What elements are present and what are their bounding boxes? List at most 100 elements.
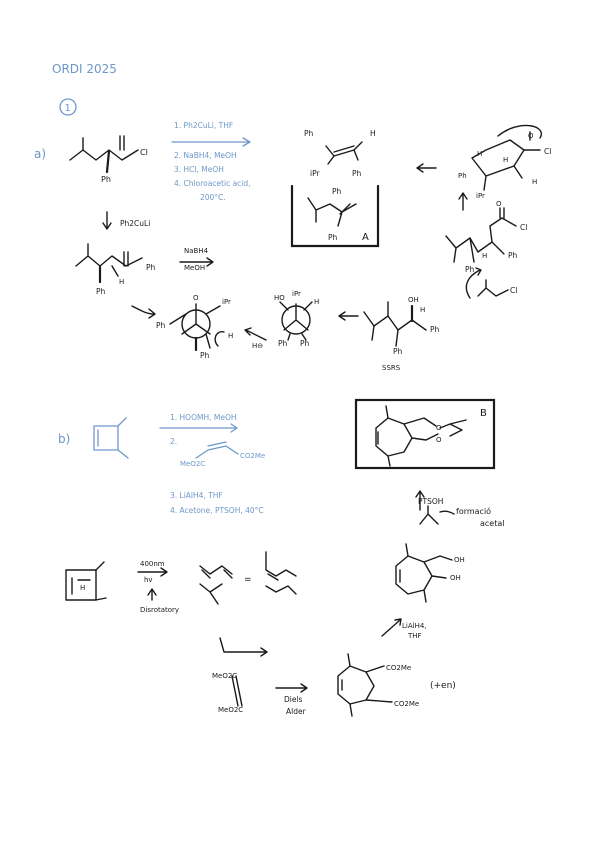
alcohol-ph-below: Ph <box>393 347 403 356</box>
part-a-conditions-arrow <box>171 137 251 147</box>
ketone-cl: Cl <box>140 148 148 157</box>
part-a-product-alkene: Ph H iPr Ph <box>304 129 376 178</box>
ts-o: O <box>528 132 534 140</box>
ts-ph: Ph <box>458 172 467 180</box>
acetone-structure <box>419 505 439 525</box>
alkene-ph-2: Ph <box>352 169 362 178</box>
diene-2 <box>265 551 297 595</box>
part-a-condition-2: 2. NaBH4, MeOH <box>174 151 237 160</box>
ts-ipr: iPr <box>476 192 485 200</box>
part-a-label: a) <box>34 147 46 161</box>
part-b-condition-1: 1. HOOMH, MeOH <box>170 413 237 422</box>
diene-to-da-arrow <box>219 637 268 657</box>
ester-o: O <box>496 200 502 208</box>
part-b-condition-2: 2. <box>170 437 177 446</box>
ts-h1: H <box>477 150 482 158</box>
ester-cl: Cl <box>520 223 527 232</box>
enantiomer-note: (+en) <box>430 681 456 691</box>
acetal-acid: PTSOH <box>418 497 443 506</box>
ketone-product-ph-right: Ph <box>146 263 156 272</box>
answer-b-o-top: O <box>436 424 442 432</box>
hydride-attack-arrow <box>214 331 225 347</box>
ketone-ph: Ph <box>101 175 111 184</box>
acetal-arrow <box>415 490 425 511</box>
acetal-note-2: acetal <box>480 519 504 528</box>
newman-right-ph-left: Ph <box>278 339 288 348</box>
problem-number: 1 <box>65 103 71 114</box>
diester-left-bottom: MeO2C <box>218 706 243 714</box>
newman-left-o: O <box>193 294 199 302</box>
ts-h2: H <box>503 156 508 164</box>
newman-projection-left: O iPr Ph Ph H <box>156 294 233 360</box>
disrotatory-arrow <box>147 588 157 601</box>
part-a-condition-3: 3. HCl, MeOH <box>174 165 224 174</box>
answer-b-label: B <box>480 408 487 419</box>
alcohol-ph: Ph <box>430 325 440 334</box>
ester-h: H <box>482 252 487 260</box>
diene-1 <box>199 565 233 605</box>
part-a-chloroacetate-ester: O Cl H Ph Ph <box>445 200 527 274</box>
ester-ph-below: Ph <box>465 265 475 274</box>
answer-a-label: A <box>362 232 369 243</box>
newman-projection-right: HO iPr H Ph Ph <box>274 290 319 348</box>
reduction-reagent: LiAlH4, <box>402 622 427 630</box>
part-a-ketone-product: Ph Ph H <box>75 243 156 296</box>
alcohol-to-ester-arrow <box>465 269 481 299</box>
diol-oh-bottom: OH <box>450 574 461 582</box>
answer-b-o-bottom: O <box>436 436 442 444</box>
ring-opening-top: 400nm <box>140 560 165 568</box>
ester-to-ts-arrow <box>458 192 468 211</box>
ts-to-alkene-arrow <box>416 163 437 173</box>
part-b-dienophile-right: CO2Me <box>240 452 265 460</box>
alcohol-to-newman-arrow <box>338 311 359 321</box>
answer-a-ph-bottom: Ph <box>328 233 338 242</box>
acetal-note-1: formació <box>456 506 491 516</box>
disrotatory-label: Disrotatory <box>140 606 179 614</box>
alcohol-stereo-note: SSRS <box>382 364 401 372</box>
ester-ph: Ph <box>508 251 518 260</box>
newman-right-ph-right: Ph <box>300 339 310 348</box>
alkene-ipr: iPr <box>310 169 320 178</box>
ts-h3: H <box>532 178 537 186</box>
alcohol-h: H <box>420 306 425 314</box>
ketone-product-ph-below: Ph <box>96 287 106 296</box>
alkene-h-1: H <box>370 129 376 138</box>
part-a-alcohol: OH H Ph Ph SSRS <box>363 296 440 372</box>
chloroacetylation-step: Cl <box>465 267 517 299</box>
part-b-dienophile-left: MeO2C <box>180 460 205 468</box>
reduction-solvent: THF <box>407 632 422 640</box>
part-b-cycloadduct: CO2Me CO2Me <box>337 653 419 717</box>
reduction-arrow <box>381 618 402 637</box>
newman-left-ph-below: Ph <box>200 351 210 360</box>
problem-number-circle <box>59 98 77 116</box>
diels-alder-1: Diels <box>284 695 303 704</box>
part-a-condition-5: 200°C. <box>200 193 226 202</box>
step-1-arrow <box>102 211 112 230</box>
cycloadduct-top: CO2Me <box>386 664 411 672</box>
part-a-starting-ketone: Cl Ph <box>69 135 148 184</box>
ring-opening-bottom: hv <box>144 576 153 584</box>
diester-left-top: MeO2C <box>212 672 237 680</box>
chloroacetyl-cl: Cl <box>510 286 517 295</box>
to-newman-arrow <box>131 305 156 319</box>
hydride-arrow <box>244 327 267 341</box>
part-b-dienophile <box>195 445 239 459</box>
part-a-transition-state: O Cl H H Ph iPr H <box>458 124 551 200</box>
acetal-note-pointer <box>439 510 455 515</box>
step-1-reagent: Ph2CuLi <box>120 219 150 228</box>
cyclobutene-h: H <box>80 584 85 592</box>
meoh-label: MeOH <box>184 264 205 272</box>
newman-right-ho: HO <box>274 294 285 302</box>
part-a-condition-1: 1. Ph2CuLi, THF <box>174 121 233 130</box>
part-b-maleate: MeO2C MeO2C <box>212 672 243 714</box>
newman-left-h: H <box>228 332 233 340</box>
part-b-answer-box: O O B <box>354 398 496 470</box>
alcohol-oh: OH <box>408 296 419 304</box>
equals-sign: = <box>244 575 252 585</box>
newman-right-h: H <box>314 298 319 306</box>
answer-a-ph-top: Ph <box>332 187 342 196</box>
alkene-ph-1: Ph <box>304 129 314 138</box>
ts-cl: Cl <box>544 147 551 156</box>
